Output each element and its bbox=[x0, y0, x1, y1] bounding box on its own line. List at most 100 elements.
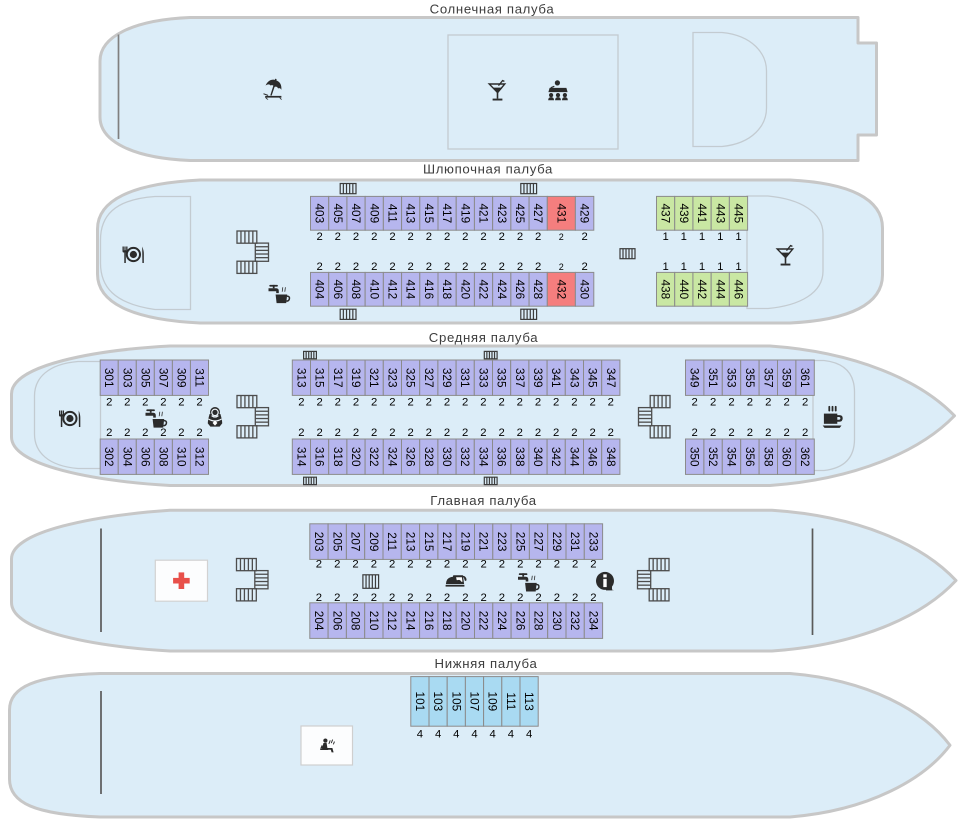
svg-text:417: 417 bbox=[440, 203, 454, 223]
svg-text:4: 4 bbox=[508, 729, 514, 741]
svg-text:2: 2 bbox=[408, 231, 414, 243]
svg-text:2: 2 bbox=[535, 559, 541, 571]
svg-text:445: 445 bbox=[731, 203, 745, 223]
svg-text:2: 2 bbox=[747, 427, 753, 439]
svg-text:113: 113 bbox=[522, 692, 536, 711]
svg-text:111: 111 bbox=[504, 692, 518, 710]
svg-text:2: 2 bbox=[106, 427, 112, 439]
svg-text:2: 2 bbox=[462, 592, 468, 604]
svg-text:338: 338 bbox=[513, 447, 527, 467]
svg-text:1: 1 bbox=[735, 261, 741, 273]
svg-text:2: 2 bbox=[426, 396, 432, 408]
svg-text:2: 2 bbox=[608, 427, 614, 439]
svg-text:301: 301 bbox=[102, 368, 116, 388]
svg-text:2: 2 bbox=[444, 231, 450, 243]
svg-text:2: 2 bbox=[316, 559, 322, 571]
svg-text:2: 2 bbox=[728, 396, 734, 408]
svg-text:2: 2 bbox=[499, 559, 505, 571]
svg-text:2: 2 bbox=[802, 427, 808, 439]
svg-text:2: 2 bbox=[481, 559, 487, 571]
svg-text:218: 218 bbox=[440, 611, 454, 631]
svg-text:313: 313 bbox=[294, 368, 308, 388]
svg-text:2: 2 bbox=[765, 427, 771, 439]
svg-text:2: 2 bbox=[535, 396, 541, 408]
svg-text:Солнечная палуба: Солнечная палуба bbox=[430, 2, 555, 17]
svg-text:2: 2 bbox=[747, 396, 753, 408]
svg-text:4: 4 bbox=[453, 729, 459, 741]
svg-text:2: 2 bbox=[371, 427, 377, 439]
svg-text:2: 2 bbox=[517, 559, 523, 571]
svg-text:2: 2 bbox=[559, 262, 564, 272]
svg-text:2: 2 bbox=[571, 427, 577, 439]
svg-text:2: 2 bbox=[535, 261, 541, 273]
svg-text:2: 2 bbox=[334, 592, 340, 604]
svg-text:2: 2 bbox=[426, 261, 432, 273]
svg-text:2: 2 bbox=[462, 396, 468, 408]
svg-text:406: 406 bbox=[331, 279, 345, 299]
svg-text:2: 2 bbox=[371, 261, 377, 273]
svg-text:105: 105 bbox=[449, 692, 463, 712]
svg-text:335: 335 bbox=[495, 368, 509, 388]
svg-text:349: 349 bbox=[688, 368, 702, 388]
svg-text:2: 2 bbox=[784, 396, 790, 408]
svg-text:302: 302 bbox=[102, 447, 116, 467]
svg-text:234: 234 bbox=[586, 611, 600, 631]
svg-text:309: 309 bbox=[174, 368, 188, 388]
svg-text:2: 2 bbox=[589, 427, 595, 439]
svg-text:2: 2 bbox=[142, 396, 148, 408]
svg-text:2: 2 bbox=[572, 592, 578, 604]
svg-text:2: 2 bbox=[352, 592, 358, 604]
svg-text:2: 2 bbox=[553, 396, 559, 408]
svg-text:407: 407 bbox=[349, 203, 363, 223]
svg-text:2: 2 bbox=[553, 427, 559, 439]
svg-text:430: 430 bbox=[578, 279, 592, 299]
svg-text:444: 444 bbox=[713, 279, 727, 299]
svg-text:425: 425 bbox=[513, 203, 527, 223]
svg-text:423: 423 bbox=[495, 203, 509, 223]
svg-text:332: 332 bbox=[458, 447, 472, 467]
svg-text:203: 203 bbox=[312, 532, 326, 552]
svg-text:2: 2 bbox=[178, 427, 184, 439]
svg-text:2: 2 bbox=[535, 427, 541, 439]
svg-text:321: 321 bbox=[367, 368, 381, 388]
svg-text:2: 2 bbox=[802, 396, 808, 408]
svg-text:2: 2 bbox=[608, 396, 614, 408]
svg-text:2: 2 bbox=[407, 559, 413, 571]
svg-text:428: 428 bbox=[531, 279, 545, 299]
svg-text:2: 2 bbox=[499, 592, 505, 604]
svg-text:2: 2 bbox=[572, 559, 578, 571]
svg-text:446: 446 bbox=[731, 279, 745, 299]
svg-text:Главная палуба: Главная палуба bbox=[430, 493, 536, 508]
svg-text:324: 324 bbox=[385, 447, 399, 467]
svg-text:2: 2 bbox=[106, 396, 112, 408]
svg-text:420: 420 bbox=[458, 279, 472, 299]
svg-text:437: 437 bbox=[659, 203, 673, 223]
svg-text:416: 416 bbox=[422, 279, 436, 299]
svg-text:360: 360 bbox=[780, 447, 794, 467]
svg-text:2: 2 bbox=[335, 396, 341, 408]
svg-text:1: 1 bbox=[699, 231, 705, 243]
svg-text:334: 334 bbox=[476, 447, 490, 467]
svg-text:1: 1 bbox=[717, 261, 723, 273]
svg-text:319: 319 bbox=[349, 368, 363, 388]
svg-text:340: 340 bbox=[531, 447, 545, 467]
svg-text:221: 221 bbox=[477, 532, 491, 552]
svg-text:362: 362 bbox=[798, 447, 812, 467]
svg-text:311: 311 bbox=[192, 368, 206, 387]
svg-text:2: 2 bbox=[480, 261, 486, 273]
svg-text:405: 405 bbox=[331, 203, 345, 223]
svg-text:2: 2 bbox=[590, 592, 596, 604]
svg-text:2: 2 bbox=[335, 427, 341, 439]
svg-text:2: 2 bbox=[498, 396, 504, 408]
svg-text:2: 2 bbox=[517, 231, 523, 243]
svg-text:442: 442 bbox=[695, 279, 709, 299]
svg-text:1: 1 bbox=[717, 231, 723, 243]
svg-text:2: 2 bbox=[559, 232, 564, 242]
svg-text:306: 306 bbox=[138, 447, 152, 467]
svg-text:1: 1 bbox=[735, 231, 741, 243]
svg-text:1: 1 bbox=[662, 231, 668, 243]
svg-text:4: 4 bbox=[471, 729, 477, 741]
svg-text:438: 438 bbox=[659, 279, 673, 299]
svg-text:2: 2 bbox=[371, 559, 377, 571]
svg-text:331: 331 bbox=[458, 368, 472, 388]
